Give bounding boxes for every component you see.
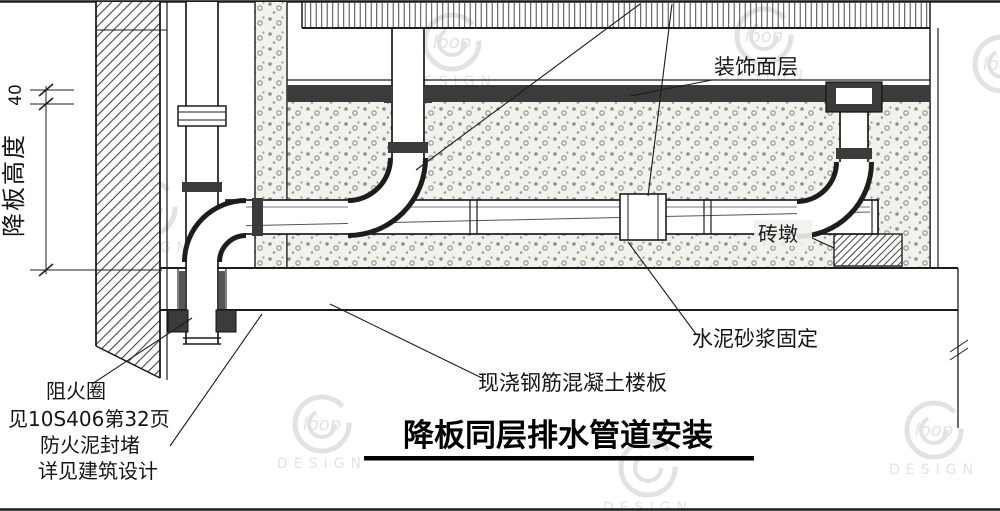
vertical-stack-pipe bbox=[177, 2, 227, 344]
branch-socket bbox=[388, 142, 428, 153]
stack-coupling bbox=[177, 105, 227, 127]
drawing-title: 降板同层排水管道安装 bbox=[403, 418, 713, 454]
label-concrete-slab: 现浇钢筋混凝土楼板 bbox=[478, 371, 667, 395]
branch-pipe-right bbox=[796, 81, 883, 239]
title-underline bbox=[364, 456, 754, 461]
fire-seal-right bbox=[219, 271, 225, 309]
watermark-logo: loop DESIGN bbox=[889, 400, 979, 478]
leader-lines bbox=[91, 3, 835, 447]
label-decorative-layer: 装饰面层 bbox=[714, 55, 798, 79]
annotation-labels: 装饰面层 砖墩 水泥砂浆固定 现浇钢筋混凝土楼板 阻火圈 见10S406第32页… bbox=[8, 55, 818, 483]
stack-socket bbox=[182, 182, 222, 192]
watermark-word-text: DESIGN bbox=[889, 462, 979, 478]
pipe-coupling bbox=[619, 193, 667, 241]
watermark-brand-text: loop bbox=[745, 26, 783, 47]
watermark-brand-text: loop bbox=[983, 54, 1000, 75]
label-fire-collar-ref: 见10S406第32页 bbox=[8, 407, 170, 431]
label-fire-seal: 防火泥封堵 bbox=[40, 433, 140, 457]
watermark-brand-text: loop bbox=[433, 32, 471, 53]
label-cement-mortar: 水泥砂浆固定 bbox=[692, 327, 818, 351]
dim-drop-height-label: 降板高度 bbox=[0, 133, 28, 237]
branch-pipe-left bbox=[347, 28, 432, 238]
watermark-brand-text: loop bbox=[303, 414, 341, 435]
fire-collar-right bbox=[215, 309, 237, 333]
upper-floor-structure bbox=[301, 2, 931, 29]
left-wall bbox=[95, 2, 168, 380]
watermark-logo: loop bbox=[972, 34, 1000, 94]
stack-elbow-fitting bbox=[182, 198, 263, 264]
watermark-word-text: DESIGN bbox=[603, 500, 693, 511]
dimension-drop-height: 40 降板高度 bbox=[0, 83, 162, 277]
watermark-word-text: DESIGN bbox=[277, 456, 367, 472]
dim-finish-thickness: 40 bbox=[6, 84, 26, 106]
label-fire-seal-ref: 详见建筑设计 bbox=[38, 459, 158, 483]
floor-slab bbox=[160, 267, 969, 428]
drawing-title-block: 降板同层排水管道安装 bbox=[364, 418, 754, 461]
brick-pier bbox=[833, 233, 903, 267]
watermark-logo: DESIGN bbox=[603, 438, 693, 511]
right-edge-wall bbox=[929, 28, 939, 268]
watermark-brand-text: loop bbox=[915, 420, 953, 441]
label-brick-pier: 砖墩 bbox=[758, 222, 798, 246]
label-fire-collar: 阻火圈 bbox=[46, 379, 106, 403]
fire-seal-left bbox=[179, 271, 185, 309]
watermark-logo: loop DESIGN bbox=[277, 394, 367, 472]
fire-collar-left bbox=[167, 309, 189, 333]
